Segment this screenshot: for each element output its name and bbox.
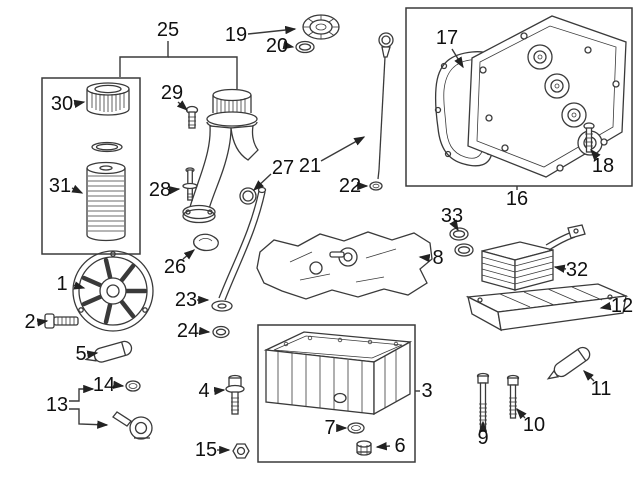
filter-element-part bbox=[86, 161, 126, 242]
leader-line-20 bbox=[282, 40, 295, 50]
oring-part-27 bbox=[239, 187, 257, 205]
oil-pan-part bbox=[263, 331, 413, 416]
filter-group-box bbox=[41, 77, 141, 255]
callout-9: 9 bbox=[477, 427, 488, 449]
callout-24: 24 bbox=[177, 320, 199, 342]
housing-bolt-part bbox=[185, 105, 199, 129]
leader-line-5 bbox=[86, 350, 99, 359]
leader-line-4 bbox=[213, 386, 226, 396]
callout-2: 2 bbox=[24, 311, 35, 333]
callout-3: 3 bbox=[421, 380, 432, 402]
leader-line-30 bbox=[73, 99, 86, 109]
leader-line-13 bbox=[69, 408, 109, 429]
leader-line-6 bbox=[375, 442, 391, 451]
callout-15: 15 bbox=[195, 439, 217, 461]
pan-bolt-part bbox=[225, 374, 245, 415]
callout-17: 17 bbox=[436, 27, 458, 49]
leader-line-25 bbox=[168, 56, 238, 89]
valve-cover-part bbox=[467, 15, 627, 178]
stud-bolt-part bbox=[182, 167, 198, 201]
callout-8: 8 bbox=[432, 247, 443, 269]
leader-line-10 bbox=[516, 407, 527, 420]
seal-ring-part-14 bbox=[125, 380, 141, 392]
callout-14: 14 bbox=[93, 374, 115, 396]
filter-cap-oring bbox=[91, 141, 123, 153]
callout-29: 29 bbox=[161, 82, 183, 104]
callout-32: 32 bbox=[566, 259, 588, 281]
callout-26: 26 bbox=[164, 256, 186, 278]
oil-pickup-part bbox=[112, 411, 153, 440]
cover-bolt-part bbox=[583, 122, 595, 153]
leader-line-13 bbox=[69, 384, 95, 402]
oil-filter-housing-part bbox=[182, 88, 259, 224]
filter-cap-part bbox=[86, 82, 130, 116]
callout-1: 1 bbox=[56, 273, 67, 295]
callout-19: 19 bbox=[225, 24, 247, 46]
callout-16: 16 bbox=[506, 188, 528, 210]
cooler-orings-part bbox=[449, 227, 474, 257]
sealant-tube-part-5 bbox=[84, 340, 133, 363]
callout-7: 7 bbox=[324, 417, 335, 439]
callout-6: 6 bbox=[394, 435, 405, 457]
baffle-plate-part bbox=[256, 231, 433, 300]
leader-line-26 bbox=[182, 249, 196, 260]
callout-12: 12 bbox=[611, 295, 633, 317]
leader-line-12 bbox=[599, 301, 612, 311]
callout-18: 18 bbox=[592, 155, 614, 177]
callout-30: 30 bbox=[51, 93, 73, 115]
callout-23: 23 bbox=[175, 289, 197, 311]
leader-line-19 bbox=[247, 25, 297, 35]
leader-line-17 bbox=[451, 48, 464, 69]
callout-21: 21 bbox=[299, 155, 321, 177]
callout-25: 25 bbox=[157, 19, 179, 41]
crankshaft-pulley-part bbox=[72, 250, 154, 332]
callout-31: 31 bbox=[49, 175, 71, 197]
sealant-tube-part-11 bbox=[546, 346, 591, 380]
callout-10: 10 bbox=[523, 414, 545, 436]
leader-line-27 bbox=[252, 173, 272, 191]
oil-cooler-part bbox=[481, 224, 586, 291]
crank-bolt-part bbox=[44, 313, 79, 329]
bolt-part-9 bbox=[476, 372, 490, 429]
dipstick-seal-part bbox=[369, 181, 383, 191]
oil-pan-group-box bbox=[257, 324, 416, 463]
drain-plug-seal-part bbox=[347, 422, 365, 434]
leader-line-32 bbox=[553, 264, 567, 273]
housing-gasket-part bbox=[193, 233, 219, 252]
leader-line-8 bbox=[418, 253, 431, 263]
leader-line-28 bbox=[168, 186, 181, 195]
filler-cap-seal-part bbox=[295, 40, 315, 54]
leader-line-18 bbox=[590, 148, 601, 161]
leader-line-2 bbox=[36, 318, 49, 327]
leader-line-24 bbox=[198, 326, 211, 336]
callout-33: 33 bbox=[441, 205, 463, 227]
callout-27: 27 bbox=[272, 157, 294, 179]
leader-line-33 bbox=[449, 219, 459, 232]
bolt-part-10 bbox=[506, 374, 520, 419]
leader-line-21 bbox=[320, 136, 366, 162]
leader-line-29 bbox=[176, 100, 189, 111]
callout-13: 13 bbox=[46, 394, 68, 416]
callout-22: 22 bbox=[339, 175, 361, 197]
callout-20: 20 bbox=[266, 35, 288, 57]
leader-line-25 bbox=[119, 41, 169, 77]
drain-plug-part bbox=[356, 440, 372, 456]
lower-oil-pan-part bbox=[465, 283, 629, 332]
dipstick-part bbox=[377, 32, 394, 180]
callout-28: 28 bbox=[149, 179, 171, 201]
oil-filler-cap-part bbox=[302, 14, 340, 40]
cap-nut-part bbox=[232, 443, 250, 459]
leader-line-11 bbox=[583, 370, 595, 382]
callout-5: 5 bbox=[75, 343, 86, 365]
leader-line-14 bbox=[112, 380, 125, 389]
callout-4: 4 bbox=[198, 380, 209, 402]
leader-line-31 bbox=[71, 184, 84, 194]
leader-line-1 bbox=[72, 281, 86, 290]
dipstick-tube-part bbox=[211, 186, 267, 312]
valve-cover-group-box bbox=[405, 7, 633, 187]
tube-oring-part bbox=[212, 325, 230, 339]
callout-11: 11 bbox=[591, 378, 612, 400]
